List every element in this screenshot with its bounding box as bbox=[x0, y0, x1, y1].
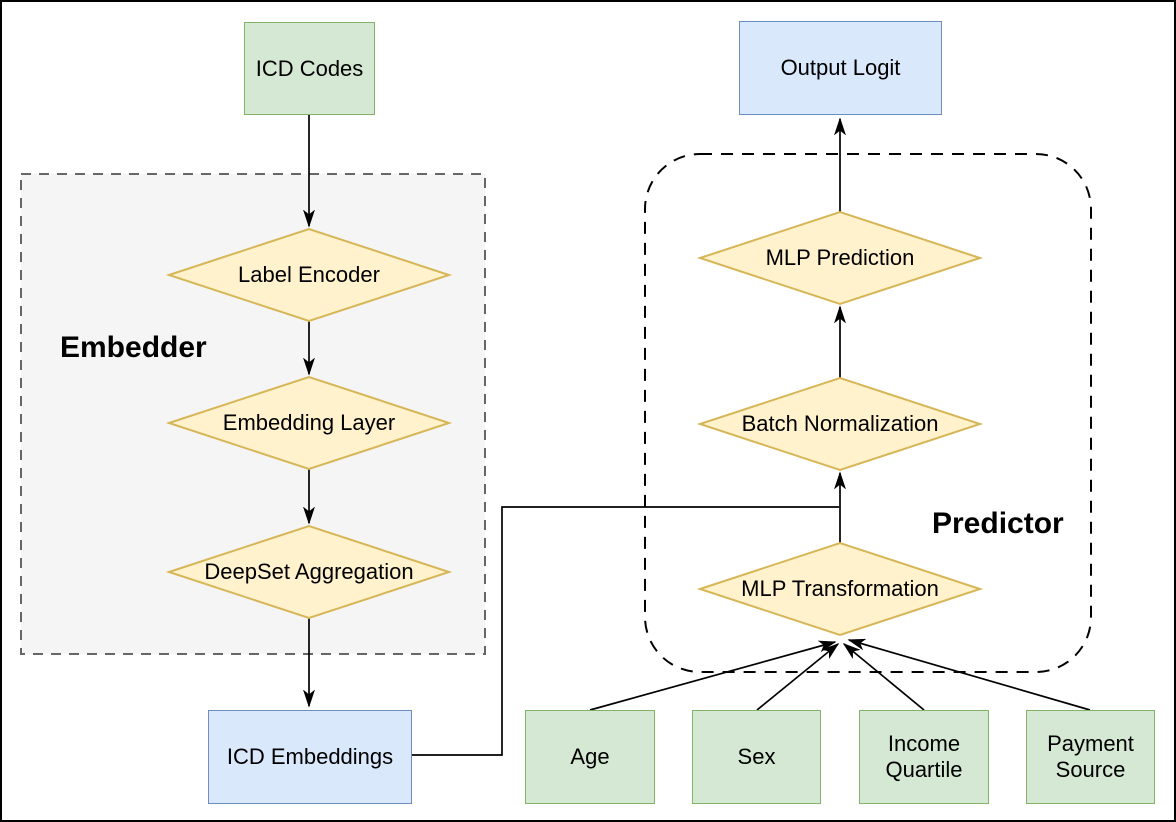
node-sex-label: Sex bbox=[737, 744, 776, 770]
diamond-deepset-aggregation bbox=[165, 524, 453, 620]
edge-icd-embeddings-to-predictor bbox=[412, 506, 839, 756]
edge-sex-to-mlp-transformation bbox=[756, 644, 838, 711]
predictor-group-label: Predictor bbox=[932, 507, 1064, 540]
edges bbox=[309, 115, 1091, 756]
diamond-embedding-layer bbox=[165, 375, 453, 471]
diamond-label-encoder bbox=[165, 227, 453, 323]
node-icd-codes-label: ICD Codes bbox=[255, 55, 364, 81]
node-age-label: Age bbox=[570, 744, 610, 770]
node-sex: Sex bbox=[692, 710, 821, 804]
predictor-group-box bbox=[644, 153, 1092, 673]
diamond-mlp-transformation bbox=[696, 541, 984, 637]
node-icd-embeddings: ICD Embeddings bbox=[208, 710, 412, 804]
node-income-quartile-label: Income Quartile bbox=[885, 731, 963, 782]
node-output-logit: Output Logit bbox=[739, 21, 942, 115]
diamond-batch-normalization bbox=[696, 376, 984, 472]
node-icd-embeddings-label: ICD Embeddings bbox=[226, 744, 394, 770]
node-income-quartile: Income Quartile bbox=[859, 710, 989, 804]
node-payment-source: Payment Source bbox=[1026, 710, 1155, 804]
node-age: Age bbox=[525, 710, 655, 804]
node-icd-codes: ICD Codes bbox=[244, 22, 375, 115]
edge-payment-source-to-mlp-transformation bbox=[849, 640, 1091, 711]
node-payment-source-label: Payment Source bbox=[1047, 731, 1134, 782]
edge-age-to-mlp-transformation bbox=[589, 642, 835, 711]
diamond-mlp-prediction bbox=[696, 210, 984, 306]
embedder-group-label: Embedder bbox=[60, 331, 207, 364]
edge-income-quartile-to-mlp-transformation bbox=[844, 644, 925, 711]
node-output-logit-label: Output Logit bbox=[780, 55, 901, 81]
diamonds bbox=[165, 210, 984, 637]
